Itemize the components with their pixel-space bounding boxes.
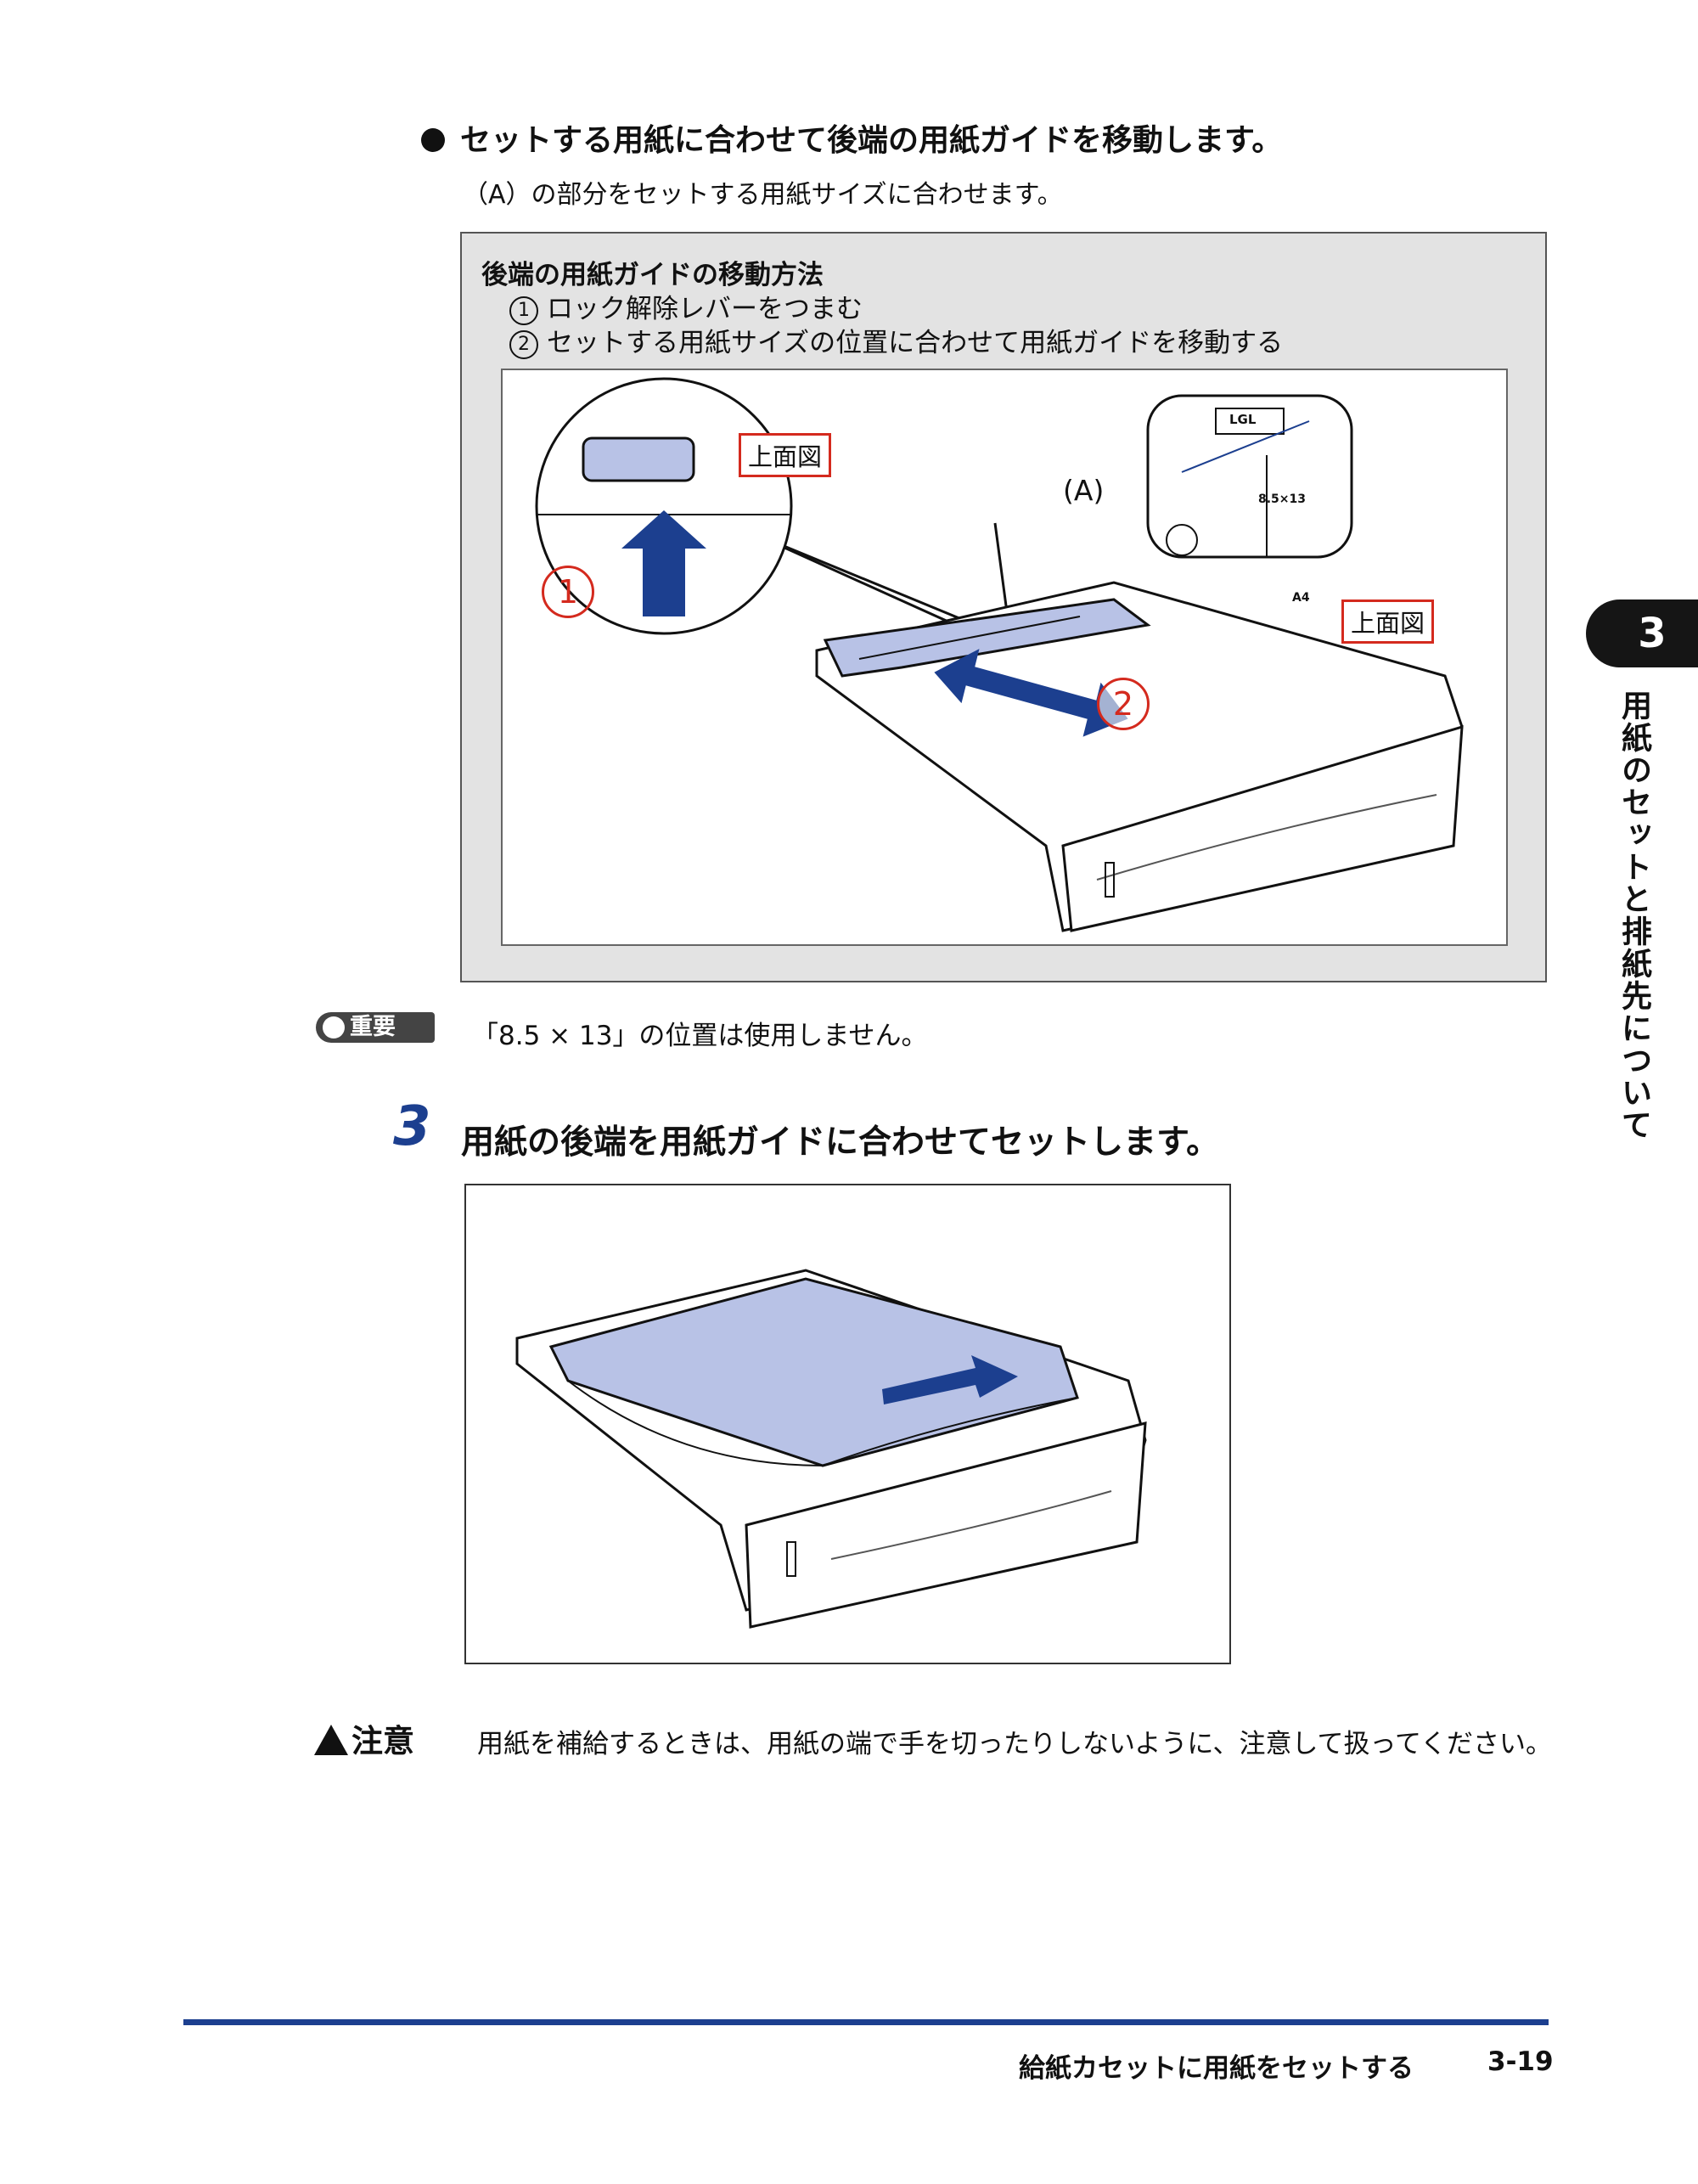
tray-guide-illustration: 上面図 上面図 (A) 1 2 LGL 8.5×13 A4	[501, 369, 1508, 946]
lock-release-lever	[582, 436, 695, 482]
important-text: 「8.5 × 13」の位置は使用しません。	[472, 1021, 928, 1051]
caution-label-text: 注意	[351, 1723, 414, 1759]
pointer-a-line	[1181, 420, 1310, 473]
tray-handle-2	[830, 1490, 1112, 1560]
size-label-box	[1215, 408, 1285, 435]
warning-triangle-icon	[314, 1725, 348, 1755]
caution-label: 注意	[314, 1715, 414, 1761]
guide-step-2: 2 セットする用紙サイズの位置に合わせて用紙ガイドを移動する	[509, 321, 1283, 359]
important-badge: 重要	[316, 1012, 435, 1043]
marker-2: 2	[1097, 678, 1150, 730]
circled-number-1: 1	[509, 296, 538, 325]
top-view-label-left: 上面図	[739, 433, 832, 477]
guide-step-1-text: ロック解除レバーをつまむ	[547, 294, 863, 324]
hand-stop-icon	[323, 1016, 345, 1039]
instruction-heading: セットする用紙に合わせて後端の用紙ガイドを移動します。	[421, 115, 1282, 160]
step-number: 3	[393, 1095, 431, 1158]
instruction-heading-text: セットする用紙に合わせて後端の用紙ガイドを移動します。	[460, 123, 1283, 158]
paper-set-drawing	[515, 1269, 1147, 1629]
step-text: 用紙の後端を用紙ガイドに合わせてセットします。	[461, 1123, 1220, 1162]
paper-edge-line-b	[822, 1397, 1078, 1466]
marker-1: 1	[542, 566, 594, 618]
important-badge-label: 重要	[350, 1014, 396, 1040]
guide-step-1: 1 ロック解除レバーをつまむ	[509, 287, 863, 325]
chapter-title-vertical: 用紙のセットと排紙先について	[1616, 690, 1651, 1141]
size-a4: A4	[1292, 591, 1310, 605]
label-a: (A)	[1063, 474, 1105, 507]
caution-text: 用紙を補給するときは、用紙の端で手を切ったりしないように、注意して扱ってください…	[477, 1729, 1553, 1759]
paper-set-illustration	[464, 1184, 1231, 1664]
circled-number-2: 2	[509, 330, 538, 359]
zoom-top-view-right	[1146, 394, 1353, 559]
up-arrow-icon	[621, 510, 706, 616]
tray-slot-2	[786, 1541, 796, 1577]
tray-slot	[1105, 862, 1115, 898]
size-85x13: 8.5×13	[1258, 493, 1307, 506]
tray-inner-line	[858, 616, 1081, 660]
insert-arrow-icon	[882, 1355, 1018, 1404]
guide-knob-icon	[1166, 524, 1198, 556]
guide-step-2-text: セットする用紙サイズの位置に合わせて用紙ガイドを移動する	[547, 328, 1284, 358]
top-view-label-right: 上面図	[1341, 599, 1435, 644]
footer-section-title: 給紙カセットに用紙をセットする	[1019, 2053, 1414, 2084]
chapter-tab: 3	[1586, 599, 1698, 667]
tray-front	[1061, 724, 1464, 932]
tray-front-2	[745, 1421, 1147, 1629]
paper-edge-line	[567, 1380, 824, 1466]
bullet-icon	[421, 128, 445, 152]
guide-box-title: 後端の用紙ガイドの移動方法	[481, 260, 824, 290]
footer-rule	[183, 2019, 1549, 2025]
footer-page-number: 3-19	[1487, 2046, 1554, 2077]
instruction-subtext: （A）の部分をセットする用紙サイズに合わせます。	[463, 180, 1063, 210]
size-lgl: LGL	[1229, 412, 1257, 427]
tray-handle	[1096, 794, 1437, 881]
tray-guide-drawing	[535, 377, 1464, 932]
